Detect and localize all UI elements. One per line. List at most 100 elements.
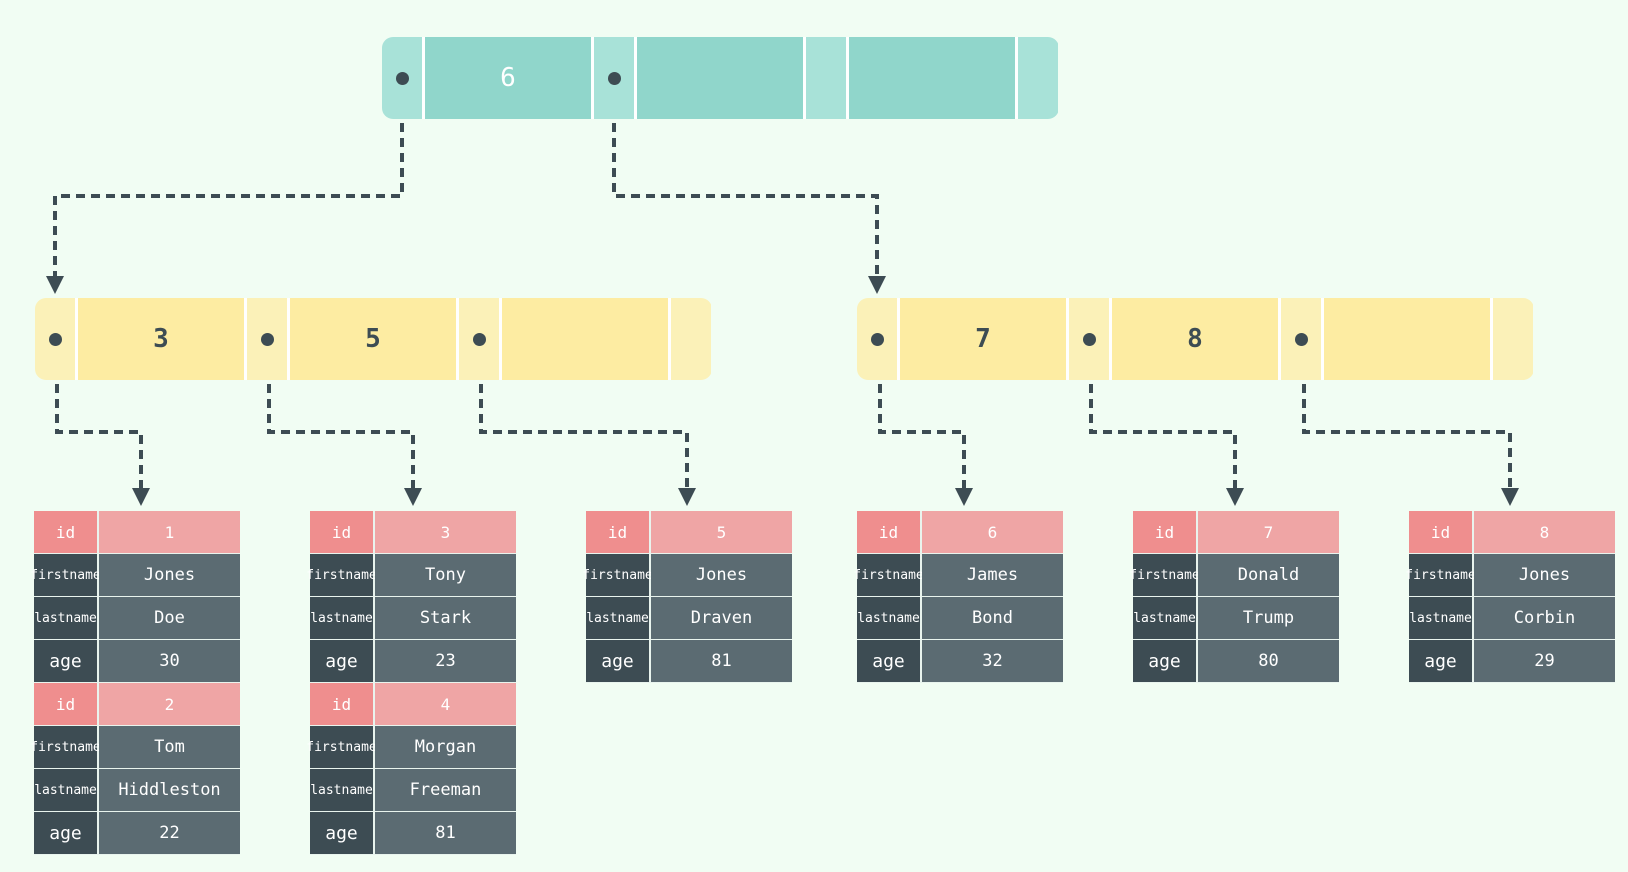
label-text: age <box>49 822 82 844</box>
label-text: name <box>345 567 377 583</box>
label-text: id <box>1430 522 1451 542</box>
last-name-value: Corbin <box>1474 597 1615 639</box>
age-value: 81 <box>375 812 516 854</box>
record-row: id 1 <box>34 511 240 554</box>
label-text: name <box>892 567 924 583</box>
inner-node-left: 3 5 <box>35 298 712 380</box>
arrowhead-icon <box>868 276 886 294</box>
label-text: first <box>30 739 70 755</box>
inner-left-pointer-0 <box>35 298 75 380</box>
label-text: age <box>325 822 358 844</box>
pointer-dot-icon <box>396 72 409 85</box>
pointer-dot-icon <box>871 333 884 346</box>
id-value: 1 <box>99 511 240 553</box>
pointer-dot-icon <box>1295 333 1308 346</box>
label-text: first <box>306 739 346 755</box>
arrowhead-icon <box>132 488 150 506</box>
arrowhead-icon <box>404 488 422 506</box>
label-text: first <box>1405 567 1445 583</box>
id-label: id <box>34 683 99 725</box>
id-value: 3 <box>375 511 516 553</box>
root-key-2 <box>849 37 1015 119</box>
label-text: name <box>1444 567 1476 583</box>
label-text: last <box>1133 610 1165 626</box>
label-text: age <box>872 650 905 672</box>
pointer-dot-icon <box>49 333 62 346</box>
last-name-value: Stark <box>375 597 516 639</box>
pointer-connector-6 <box>1089 339 1237 500</box>
id-value: 4 <box>375 683 516 725</box>
inner-left-key-2 <box>502 298 668 380</box>
id-label: id <box>310 683 375 725</box>
root-pointer-2 <box>806 37 846 119</box>
arrowhead-icon <box>955 488 973 506</box>
label-text: name <box>888 610 920 626</box>
label-text: name <box>69 567 101 583</box>
first-name-value: Tom <box>99 726 240 768</box>
label-text: first <box>1129 567 1169 583</box>
id-value: 2 <box>99 683 240 725</box>
last-name-value: Freeman <box>375 769 516 811</box>
label-text: last <box>310 782 342 798</box>
inner-right-key-0: 7 <box>900 298 1066 380</box>
label-text: last <box>857 610 889 626</box>
inner-left-pointer-2 <box>459 298 499 380</box>
label-text: age <box>1424 650 1457 672</box>
age-value: 80 <box>1198 640 1339 682</box>
id-value: 5 <box>651 511 792 553</box>
label-text: name <box>617 610 649 626</box>
label-text: id <box>331 522 352 542</box>
record-row: id 3 <box>310 511 516 554</box>
inner-right-pointer-1 <box>1069 298 1109 380</box>
root-key-1 <box>637 37 803 119</box>
inner-right-key-2 <box>1324 298 1490 380</box>
inner-left-pointer-3 <box>671 298 711 380</box>
pointer-connector-1 <box>612 78 879 288</box>
inner-left-key-1: 5 <box>290 298 456 380</box>
id-label: id <box>34 511 99 553</box>
label-text: first <box>853 567 893 583</box>
label-text: id <box>55 522 76 542</box>
record-row: id 8 <box>1409 511 1615 554</box>
age-label: age <box>1409 640 1474 682</box>
first-name-value: Jones <box>99 554 240 596</box>
age-value: 32 <box>922 640 1063 682</box>
first-name-value: Donald <box>1198 554 1339 596</box>
root-key-0: 6 <box>425 37 591 119</box>
last-name-value: Trump <box>1198 597 1339 639</box>
label-text: name <box>345 739 377 755</box>
first-name-value: Tony <box>375 554 516 596</box>
label-text: name <box>341 782 373 798</box>
inner-node-right: 7 8 <box>857 298 1534 380</box>
age-label: age <box>34 812 99 854</box>
arrowhead-icon <box>46 276 64 294</box>
id-value: 8 <box>1474 511 1615 553</box>
record-row: age 32 <box>857 640 1063 683</box>
inner-right-pointer-2 <box>1281 298 1321 380</box>
